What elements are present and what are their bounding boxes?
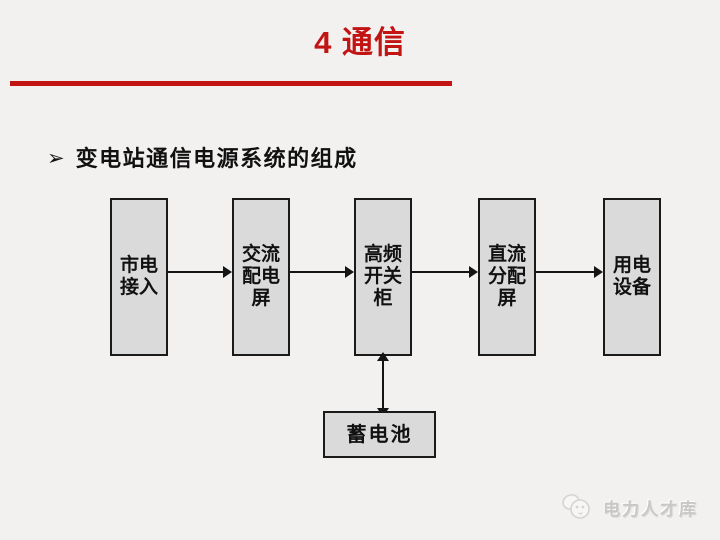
title-divider	[10, 81, 452, 86]
flow-box-mains-input: 市电 接入	[110, 198, 168, 356]
right-arrow-icon	[290, 266, 354, 278]
flow-box-power-equipment: 用电 设备	[603, 198, 661, 356]
flow-box-label: 市电 接入	[119, 255, 158, 298]
watermark-logo: 电力人才库	[560, 492, 698, 522]
flow-box-label: 交流 配电 屏	[241, 244, 280, 309]
flow-box-ac-distribution-panel: 交流 配电 屏	[232, 198, 290, 356]
flow-box-dc-distribution-panel: 直流 分配 屏	[478, 198, 536, 356]
bullet-line: ➢ 变电站通信电源系统的组成	[47, 146, 358, 172]
double-headed-vertical-arrow-icon	[377, 352, 389, 417]
flow-box-label: 高频 开关 柜	[363, 244, 402, 309]
bullet-text: 变电站通信电源系统的组成	[75, 146, 358, 171]
right-arrow-icon	[412, 266, 478, 278]
bullet-arrowhead-icon: ➢	[47, 147, 65, 170]
flow-box-label: 蓄电池	[346, 423, 413, 446]
flow-box-label: 用电 设备	[612, 255, 651, 298]
flow-box-battery: 蓄电池	[323, 411, 436, 458]
right-arrow-icon	[168, 266, 232, 278]
right-arrow-icon	[536, 266, 603, 278]
watermark-text: 电力人才库	[603, 499, 698, 519]
mascot-icon	[562, 494, 590, 519]
flow-box-label: 直流 分配 屏	[487, 244, 526, 309]
page-title: 4 通信	[314, 25, 406, 60]
flow-box-hf-switch-cabinet: 高频 开关 柜	[354, 198, 412, 356]
